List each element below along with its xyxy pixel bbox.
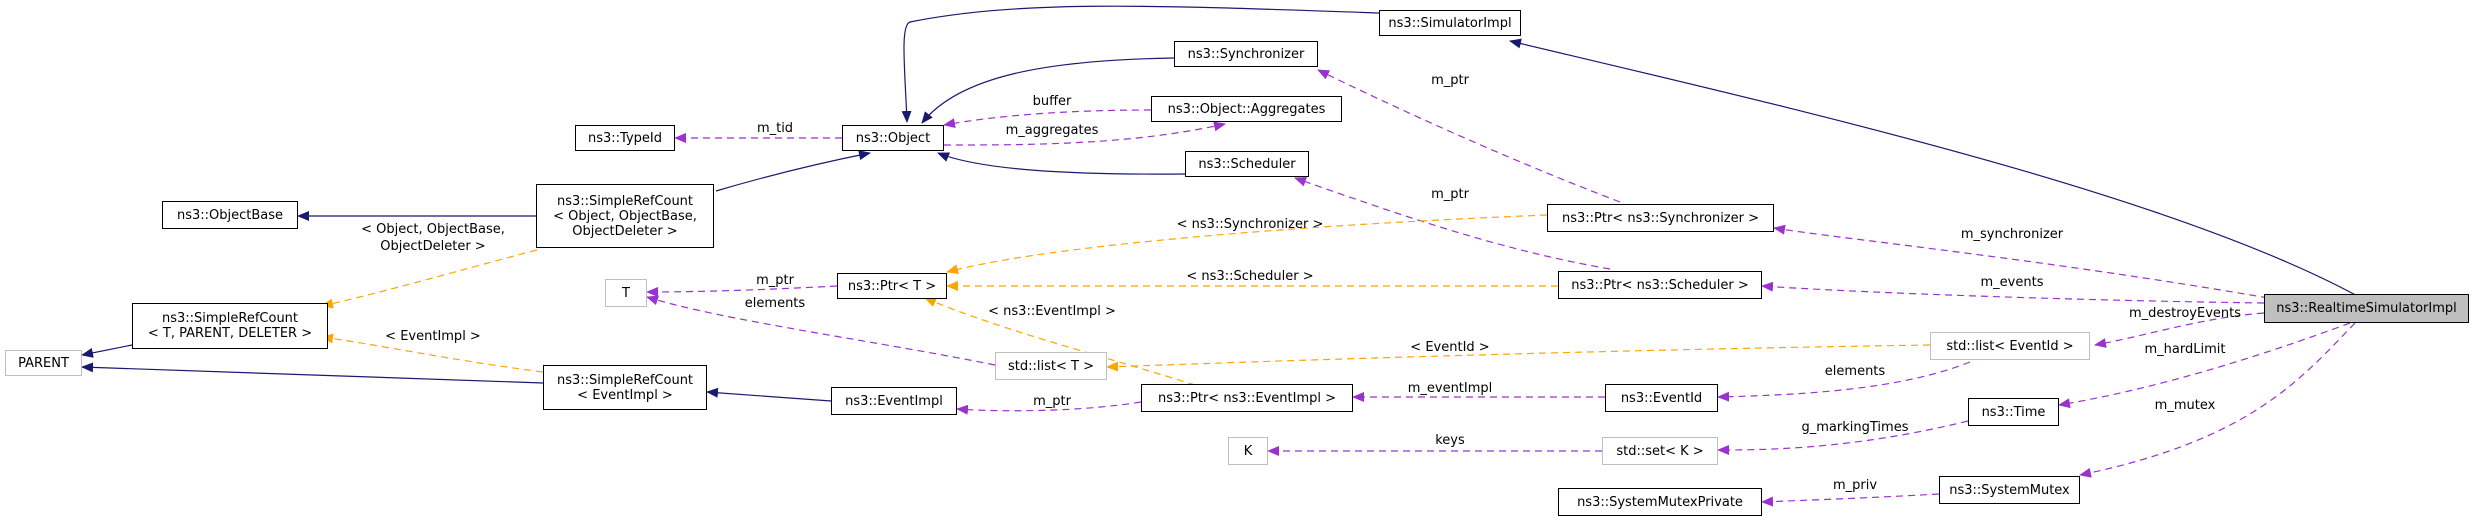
node-object-aggregates[interactable]: ns3::Object::Aggregates <box>1151 96 1342 122</box>
node-scheduler[interactable]: ns3::Scheduler <box>1185 151 1309 177</box>
edge-ptrsync-synchronizer <box>1317 69 1621 203</box>
label-elements-t: elements <box>745 296 806 311</box>
edge-ptrt-t <box>646 285 838 297</box>
label-m-aggregates: m_aggregates <box>1006 123 1099 138</box>
node-k[interactable]: K <box>1228 437 1268 465</box>
node-object[interactable]: ns3::Object <box>842 125 944 151</box>
label-m-ptr-t: m_ptr <box>756 273 795 288</box>
node-time[interactable]: ns3::Time <box>1968 398 2059 426</box>
node-std-set-k[interactable]: std::set< K > <box>1602 437 1718 465</box>
node-ptr-scheduler[interactable]: ns3::Ptr< ns3::Scheduler > <box>1558 271 1762 299</box>
label-tpl-synchronizer: < ns3::Synchronizer > <box>1177 217 1324 232</box>
edge-time-stdsetk <box>1717 420 1969 455</box>
edge-ptreventimpl-ptrt <box>924 297 1196 386</box>
edge-stdlistt-t <box>646 295 996 366</box>
node-std-list-eventid[interactable]: std::list< EventId > <box>1930 332 2090 360</box>
label-m-eventimpl: m_eventImpl <box>1408 381 1493 396</box>
node-ptr-synchronizer[interactable]: ns3::Ptr< ns3::Synchronizer > <box>1547 204 1774 232</box>
edge-systemmutex-private <box>1761 493 1940 507</box>
edge-realtime-ptrsync <box>1773 224 2281 301</box>
node-simplerefcount-object[interactable]: ns3::SimpleRefCount < Object, ObjectBase… <box>536 184 714 248</box>
label-tpl-eventimpl: < EventImpl > <box>385 329 481 344</box>
label-tpl-object-1: < Object, ObjectBase, <box>361 222 505 237</box>
label-keys: keys <box>1435 433 1465 448</box>
label-tpl-eventimpl-ptr: < ns3::EventImpl > <box>988 304 1116 319</box>
node-parent[interactable]: PARENT <box>5 350 82 376</box>
label-m-priv: m_priv <box>1833 478 1877 493</box>
edge-realtime-systemmutex <box>2079 322 2356 478</box>
edge-srceventimpl-srcgeneric <box>321 333 544 373</box>
node-realtime-simulator-impl[interactable]: ns3::RealtimeSimulatorImpl <box>2264 294 2469 323</box>
edge-srceventimpl-parent <box>81 362 544 384</box>
label-m-ptr-eventimpl: m_ptr <box>1033 394 1072 409</box>
label-g-markingtimes: g_markingTimes <box>1802 420 1909 435</box>
edge-srcgeneric-parent <box>81 344 133 358</box>
node-objectbase[interactable]: ns3::ObjectBase <box>162 201 298 229</box>
label-m-mutex: m_mutex <box>2155 398 2216 413</box>
node-t[interactable]: T <box>605 279 647 307</box>
edge-ptrsync-ptrt <box>946 214 1548 275</box>
label-tpl-eventid: < EventId > <box>1410 340 1489 355</box>
label-m-ptr-sync: m_ptr <box>1431 73 1470 88</box>
edge-srcobject-object <box>715 150 871 192</box>
edge-realtime-listeventid <box>2094 312 2265 348</box>
edge-listeventid-stdlistt <box>1106 344 1931 372</box>
edge-scheduler-object <box>937 152 1186 175</box>
node-eventimpl[interactable]: ns3::EventImpl <box>831 387 957 415</box>
edge-srcobject-srcgeneric <box>321 249 538 309</box>
label-tpl-scheduler: < ns3::Scheduler > <box>1186 269 1313 284</box>
edge-realtime-ptrsched <box>1761 281 2265 304</box>
label-elements-eventid: elements <box>1825 364 1886 379</box>
node-systemmutex[interactable]: ns3::SystemMutex <box>1939 476 2080 504</box>
node-simplerefcount-eventimpl[interactable]: ns3::SimpleRefCount < EventImpl > <box>543 365 707 410</box>
edge-eventimpl-srceventimpl <box>706 387 832 402</box>
node-simulator-impl[interactable]: ns3::SimulatorImpl <box>1379 10 1521 36</box>
node-synchronizer[interactable]: ns3::Synchronizer <box>1174 41 1318 67</box>
label-m-tid: m_tid <box>757 121 793 136</box>
edge-realtime-time <box>2058 322 2351 409</box>
label-buffer: buffer <box>1033 94 1072 109</box>
label-m-synchronizer: m_synchronizer <box>1961 227 2064 242</box>
node-ptr-t[interactable]: ns3::Ptr< T > <box>837 273 947 299</box>
edge-aggregates-object-buffer <box>943 109 1152 128</box>
edge-object-aggregates <box>943 121 1226 146</box>
edge-ptreventimpl-eventimpl <box>956 401 1142 415</box>
label-m-hardlimit: m_hardLimit <box>2145 342 2226 357</box>
edge-simulatorimpl-object <box>901 5 1380 123</box>
edge-realtime-simulatorimpl <box>1509 38 2383 311</box>
node-eventid[interactable]: ns3::EventId <box>1605 384 1718 412</box>
edge-listeventid-eventid <box>1717 361 1971 402</box>
label-m-ptr-sched: m_ptr <box>1431 187 1470 202</box>
label-tpl-object-2: ObjectDeleter > <box>380 239 485 254</box>
node-systemmutex-private[interactable]: ns3::SystemMutexPrivate <box>1558 488 1762 516</box>
node-ptr-eventimpl[interactable]: ns3::Ptr< ns3::EventImpl > <box>1141 384 1353 412</box>
label-m-destroy-events: m_destroyEvents <box>2129 306 2241 321</box>
node-simplerefcount-generic[interactable]: ns3::SimpleRefCount < T, PARENT, DELETER… <box>132 303 328 349</box>
node-typeid[interactable]: ns3::TypeId <box>575 125 675 151</box>
label-m-events: m_events <box>1981 275 2044 290</box>
node-std-list-t[interactable]: std::list< T > <box>995 352 1107 380</box>
edge-synchronizer-object <box>921 57 1175 124</box>
edge-labels: m_tid buffer m_aggregates m_ptr m_ptr < … <box>361 73 2241 493</box>
